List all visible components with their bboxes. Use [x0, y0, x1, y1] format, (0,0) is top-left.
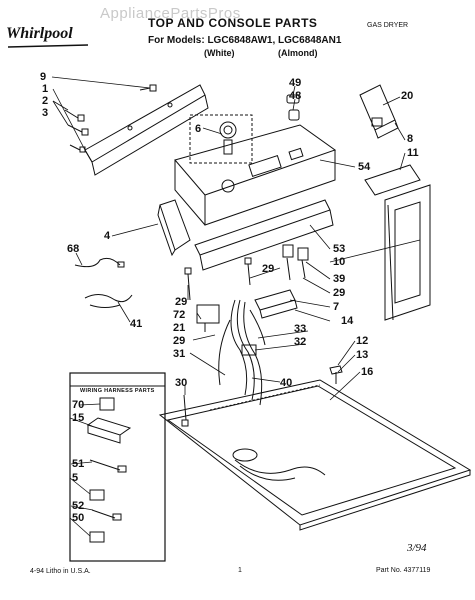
- callout-33: 33: [294, 323, 306, 335]
- callout-48: 48: [289, 90, 301, 102]
- timer-assembly-part: [189, 114, 253, 164]
- callout-39: 39: [333, 273, 345, 285]
- legend-callout-52: 52: [72, 500, 84, 512]
- color-almond-label: (Almond): [278, 48, 318, 58]
- handwritten-date: 3/94: [407, 542, 427, 554]
- callout-29-c: 29: [175, 296, 187, 308]
- callout-49: 49: [289, 77, 301, 89]
- callout-4: 4: [104, 230, 111, 242]
- legend-callout-15: 15: [72, 412, 84, 424]
- callout-54: 54: [358, 161, 371, 173]
- rear-bracket-part: [84, 84, 209, 176]
- dryer-type: GAS DRYER: [367, 22, 409, 29]
- leader-lines: [51, 76, 421, 537]
- legend-callout-51: 51: [72, 458, 84, 470]
- color-white-label: (White): [204, 48, 235, 58]
- footer-page-number: 1: [238, 567, 242, 574]
- screws-2-3: [64, 84, 157, 153]
- page-title: TOP AND CONSOLE PARTS: [148, 16, 318, 30]
- callout-30: 30: [175, 377, 187, 389]
- callout-6: 6: [195, 123, 201, 135]
- top-rail-part: [194, 199, 334, 271]
- legend-part-drawings: [86, 397, 132, 543]
- callout-7: 7: [333, 301, 339, 313]
- brand-underline: [7, 44, 89, 48]
- callout-68: 68: [67, 243, 79, 255]
- end-cap-part: [157, 199, 191, 257]
- wire-68: [74, 257, 121, 268]
- legend-callout-5: 5: [72, 472, 78, 484]
- legend-callout-50: 50: [72, 512, 84, 524]
- callout-72: 72: [173, 309, 185, 321]
- callout-53: 53: [333, 243, 345, 255]
- callout-20: 20: [401, 90, 413, 102]
- brand-logo-text: Whirlpool: [6, 25, 73, 42]
- terminal-block-part: [254, 289, 298, 319]
- wiring-harness: [218, 299, 266, 406]
- callout-12: 12: [356, 335, 368, 347]
- callout-29-a: 29: [333, 287, 345, 299]
- callout-29-b: 29: [262, 263, 274, 275]
- callout-16: 16: [361, 366, 373, 378]
- callout-41: 41: [130, 318, 142, 330]
- callout-8: 8: [407, 133, 413, 145]
- callout-11: 11: [407, 147, 419, 159]
- legend-title: WIRING HARNESS PARTS: [80, 388, 155, 394]
- callout-9: 9: [40, 71, 46, 83]
- callout-13: 13: [356, 349, 368, 361]
- switch-part-72: [196, 304, 220, 332]
- side-panel-part: [364, 164, 431, 321]
- sensor-parts: [329, 365, 343, 384]
- side-bracket-part: [359, 84, 399, 139]
- legend-box: [69, 372, 166, 562]
- callout-40: 40: [280, 377, 292, 389]
- callout-numbers: 9 1 2 3 49 48 6 20 8 11 54 4 53 10 68 39…: [40, 71, 419, 524]
- callout-29-d: 29: [173, 335, 185, 347]
- watermark-text: AppliancePartsPros: [100, 5, 241, 22]
- callout-3: 3: [42, 107, 48, 119]
- top-panel-part: [158, 379, 472, 531]
- callout-21: 21: [173, 322, 185, 334]
- legend-callout-70: 70: [72, 399, 84, 411]
- callout-32: 32: [294, 336, 306, 348]
- callout-2: 2: [42, 95, 48, 107]
- callout-1: 1: [42, 83, 48, 95]
- callout-10: 10: [333, 256, 345, 268]
- wire-41: [84, 294, 133, 303]
- footer-print-date: 4-94 Litho in U.S.A.: [30, 568, 91, 575]
- models-line: For Models: LGC6848AW1, LGC6848AN1: [148, 35, 342, 46]
- clip-parts: [184, 244, 309, 301]
- console-panel-part: [174, 124, 337, 226]
- callout-31: 31: [173, 348, 185, 360]
- callout-14: 14: [341, 315, 354, 327]
- footer-part-number: Part No. 4377119: [376, 567, 431, 574]
